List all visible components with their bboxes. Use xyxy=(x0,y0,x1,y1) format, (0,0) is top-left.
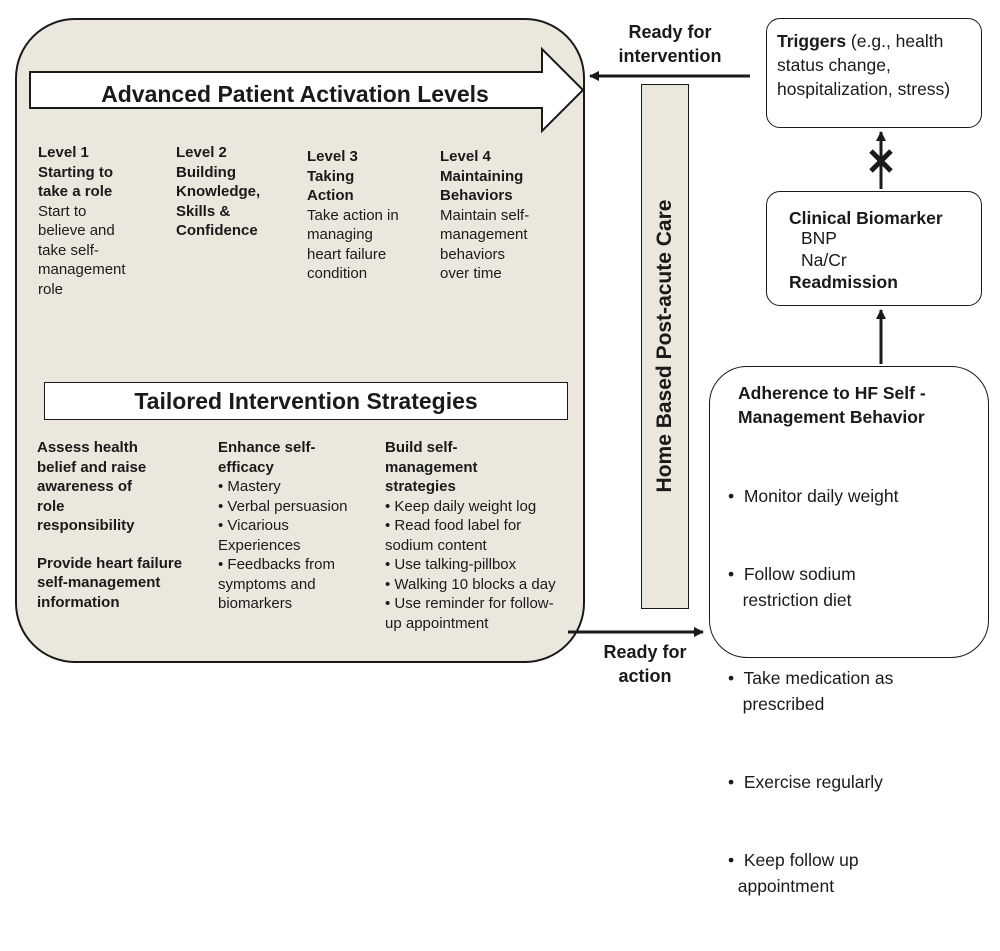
level-4: Level 4 Maintaining Behaviors Maintain s… xyxy=(440,147,570,284)
strategy-provide-heading: Provide heart failure self-management in… xyxy=(37,554,183,611)
adherence-title: Adherence to HF Self - Management Behavi… xyxy=(738,383,926,427)
biomarker-bnp: BNP xyxy=(801,228,837,248)
strategy-build-item: • Read food label for sodium content xyxy=(385,517,522,554)
biomarker-readmission: Readmission xyxy=(789,272,898,292)
level-3: Level 3 Taking Action Take action in man… xyxy=(307,147,437,284)
home-care-bar xyxy=(641,84,689,609)
triggers-box: Triggers (e.g., health status change, ho… xyxy=(766,18,982,128)
strategy-build-item: • Use reminder for follow- up appointmen… xyxy=(385,595,554,632)
biomarker-box: Clinical Biomarker BNP Na/Cr Readmission xyxy=(766,191,982,306)
strategy-efficacy-item: • Mastery xyxy=(218,478,281,495)
level-2: Level 2 Building Knowledge, Skills & Con… xyxy=(176,143,306,241)
biomarker-title: Clinical Biomarker xyxy=(789,208,943,228)
blocked-x-icon xyxy=(869,149,893,173)
level-3-title: Level 3 Taking Action xyxy=(307,148,358,204)
strategy-col-assess: Assess health belief and raise awareness… xyxy=(37,438,212,612)
activation-arrow xyxy=(29,46,585,134)
adherence-item: • Exercise regularly xyxy=(728,772,883,792)
strategy-assess-heading: Assess health belief and raise awareness… xyxy=(37,439,147,534)
ready-intervention-label: Ready for intervention xyxy=(618,22,722,66)
level-4-title: Level 4 Maintaining Behaviors xyxy=(440,148,524,204)
ready-action-label: Ready for action xyxy=(603,642,687,686)
level-1-title: Level 1 Starting to take a role xyxy=(38,144,113,200)
adherence-item: • Follow sodium restriction diet xyxy=(728,564,856,610)
adherence-box: Adherence to HF Self - Management Behavi… xyxy=(709,366,989,896)
biomarker-nacr: Na/Cr xyxy=(801,250,847,270)
level-2-title: Level 2 Building Knowledge, Skills & Con… xyxy=(176,144,261,239)
strategy-build-item: • Use talking-pillbox xyxy=(385,556,517,573)
strategy-build-item: • Keep daily weight log xyxy=(385,497,537,515)
activation-title: Advanced Patient Activation Levels xyxy=(101,81,489,107)
strategy-build-heading: Build self- management strategies xyxy=(385,439,478,495)
level-1-desc: Start to believe and take self- manageme… xyxy=(38,202,126,298)
strategy-efficacy-item: • Verbal persuasion xyxy=(218,497,348,515)
strategy-efficacy-item: • Vicarious Experiences xyxy=(218,517,301,554)
strategy-efficacy-item: • Feedbacks from symptoms and biomarkers xyxy=(218,556,335,612)
triggers-title: Triggers xyxy=(777,31,847,51)
strategies-title: Tailored Intervention Strategies xyxy=(44,382,568,420)
strategy-col-build: Build self- management strategies • Keep… xyxy=(385,438,585,633)
adherence-item: • Keep follow up appointment xyxy=(728,850,859,896)
connectors xyxy=(568,71,893,637)
triggers-content: Triggers (e.g., health status change, ho… xyxy=(777,29,977,101)
level-3-desc: Take action in managing heart failure co… xyxy=(307,206,399,283)
adherence-item: • Monitor daily weight xyxy=(728,486,899,506)
level-4-desc: Maintain self- management behaviors over… xyxy=(440,206,530,283)
strategy-col-efficacy: Enhance self- efficacy • Mastery • Verba… xyxy=(218,438,383,614)
level-1: Level 1 Starting to take a role Start to… xyxy=(38,143,168,299)
activation-panel xyxy=(15,18,585,663)
triggers-text: (e.g., health status change, hospitaliza… xyxy=(777,31,951,99)
strategy-build-item: • Walking 10 blocks a day xyxy=(385,575,556,593)
strategy-efficacy-heading: Enhance self- efficacy xyxy=(218,439,316,476)
